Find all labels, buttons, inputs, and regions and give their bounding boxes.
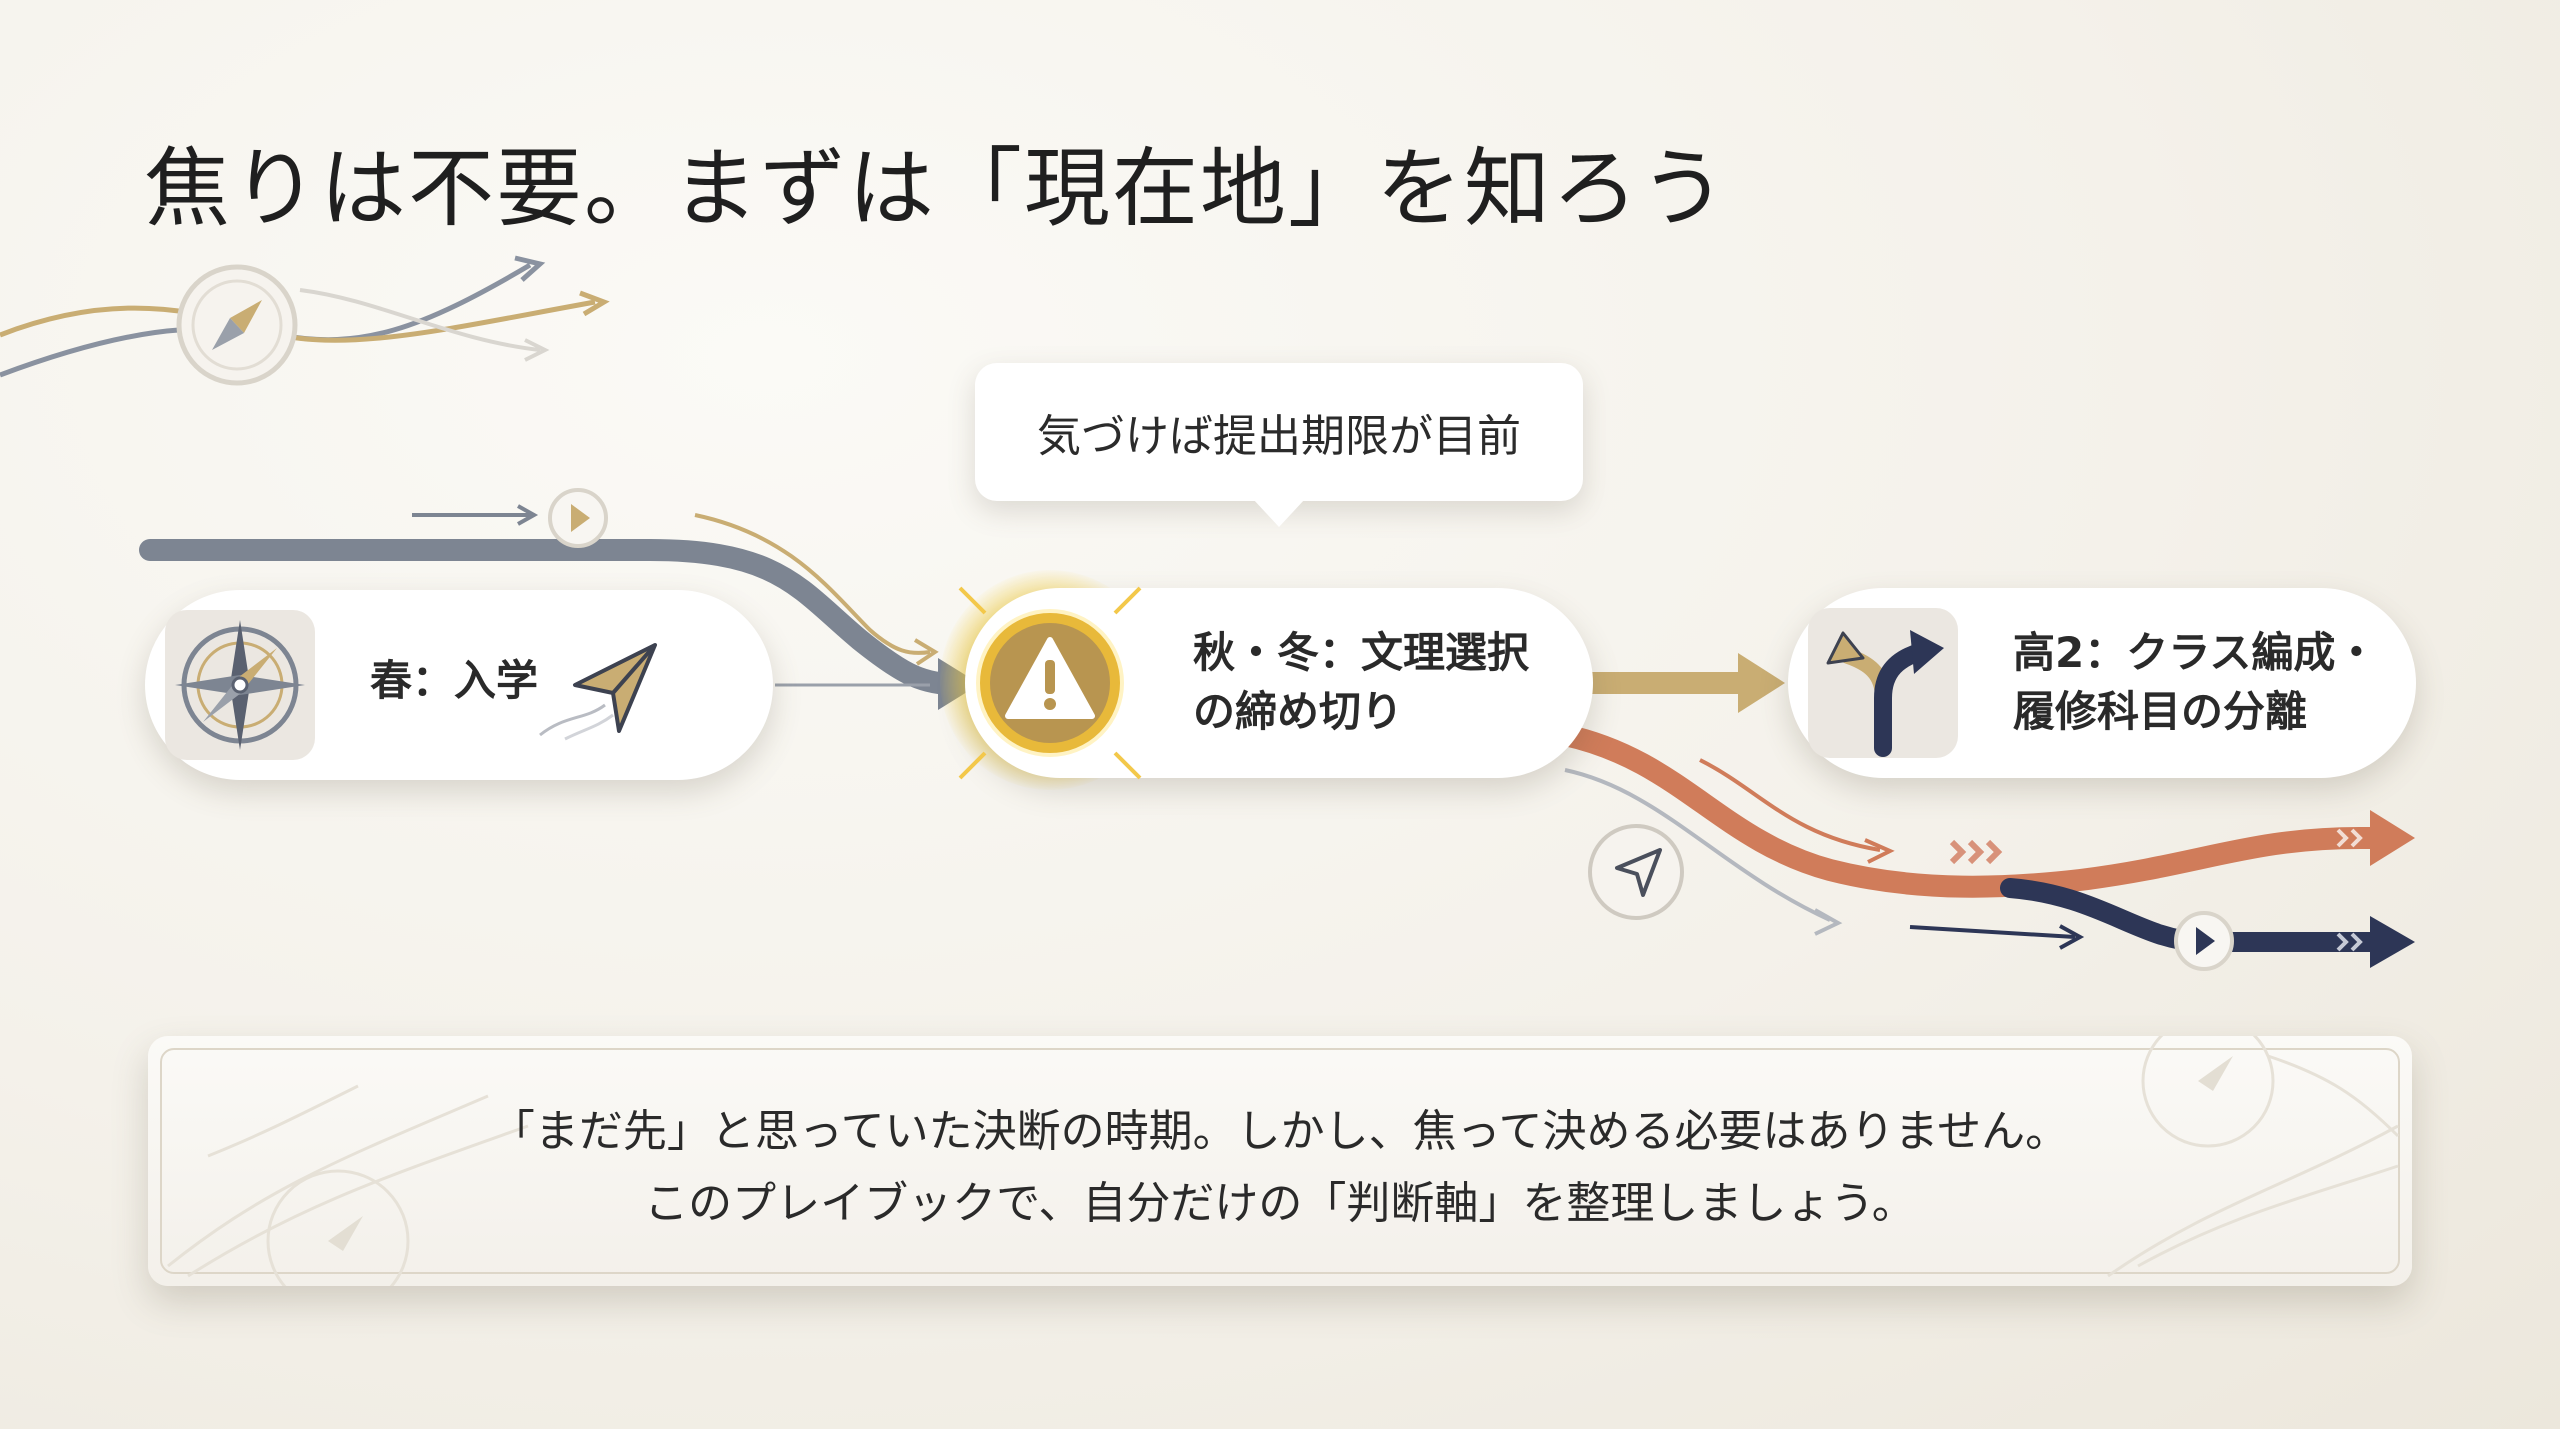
- play-marker-top: [548, 488, 608, 548]
- stage-spring: 春：入学: [145, 590, 773, 780]
- orange-branch-arrowhead: [2370, 810, 2415, 866]
- stage-grade2: 高2：クラス編成・ 履修科目の分離: [1788, 588, 2416, 778]
- fork-arrow-icon: [1826, 630, 1944, 757]
- compass-icon: [176, 264, 298, 386]
- stage-label-grade2: 高2：クラス編成・ 履修科目の分離: [2013, 624, 2403, 742]
- page-title: 焦りは不要。まずは「現在地」を知ろう: [144, 139, 1728, 239]
- nav-compass-icon: [1588, 824, 1684, 920]
- callout-text: 気づけば提出期限が目前: [1037, 411, 1521, 462]
- stage-label-spring: 春：入学: [370, 656, 539, 705]
- warning-icon: [958, 586, 1142, 780]
- message-line-1: 「まだ先」と思っていた決断の時期。しかし、焦って決める必要はありません。: [490, 1106, 2070, 1157]
- icon-tile-grade2: [1808, 608, 1958, 758]
- deco-arrowhead-light: [524, 338, 550, 362]
- header-decoration: [0, 255, 610, 386]
- stage-label-grade2-line2: 履修科目の分離: [2013, 686, 2308, 736]
- orange-branch: [1554, 724, 2391, 898]
- paper-plane-icon: [539, 643, 657, 741]
- gold-connector: [1590, 653, 1785, 713]
- deco-arrowhead-gold: [579, 290, 610, 317]
- stage-label-autumn: 秋・冬：文理選択 の締め切り: [1193, 624, 1573, 742]
- message-text: 「まだ先」と思っていた決断の時期。しかし、焦って決める必要はありません。 このプ…: [148, 1096, 2412, 1240]
- message-frame: [160, 1048, 2400, 1274]
- orange-tail-chevrons: [2336, 828, 2363, 848]
- stage-label-autumn-line2: の締め切り: [1193, 686, 1404, 736]
- message-box: 「まだ先」と思っていた決断の時期。しかし、焦って決める必要はありません。 このプ…: [148, 1036, 2412, 1286]
- branch-paths: [1554, 724, 2415, 971]
- orange-chevrons: [1949, 839, 2003, 865]
- compass-rose-icon: [175, 620, 305, 750]
- deco-line-light: [299, 288, 541, 352]
- stage-label-grade2-line1: 高2：クラス編成・: [2013, 628, 2378, 677]
- play-marker-navy: [2174, 911, 2234, 971]
- deco-line-gold: [0, 299, 596, 343]
- thin-navy-line: [1909, 925, 2076, 939]
- thin-gray-curve: [1564, 768, 1831, 922]
- message-decoration: [167, 1036, 2400, 1286]
- navy-branch-arrowhead: [2370, 916, 2415, 968]
- stage-label-autumn-line1: 秋・冬：文理選択: [1193, 628, 1530, 677]
- gold-curve-top: [694, 513, 931, 655]
- icon-tile-spring: [165, 610, 315, 760]
- deco-arrowhead-gray: [514, 255, 546, 282]
- message-line-2: このプレイブックで、自分だけの「判断軸」を整理しましょう。: [644, 1178, 1916, 1229]
- deadline-callout: 気づけば提出期限が目前: [975, 363, 1583, 527]
- thin-orange-curve: [1699, 758, 1881, 852]
- navy-tail-chevrons: [2336, 932, 2363, 952]
